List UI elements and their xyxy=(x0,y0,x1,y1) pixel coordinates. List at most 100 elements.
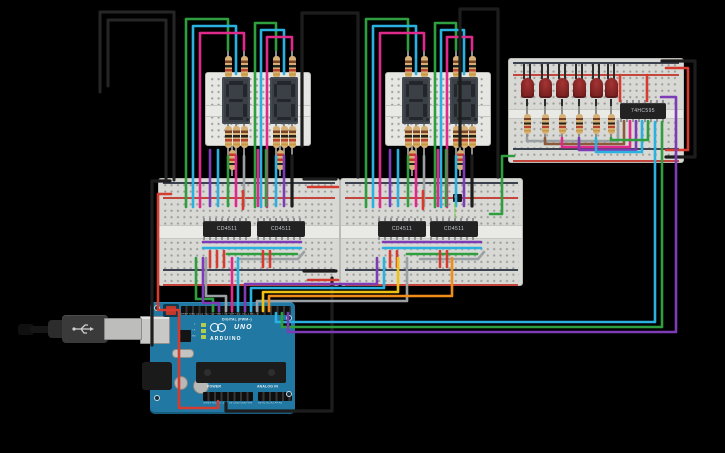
segment-e xyxy=(453,103,457,117)
resistor-body xyxy=(408,150,416,170)
usb-plug[interactable] xyxy=(62,315,108,343)
seven-segment-display[interactable] xyxy=(270,77,298,124)
segment-a xyxy=(409,81,423,85)
segment-b xyxy=(423,84,427,97)
segment-b xyxy=(243,84,247,97)
power-pin-labels: IOREF RESET 3.3V 5V GND GND VIN xyxy=(203,402,253,405)
arduino-uno-board[interactable]: AREF GND 13 12 ~11 ~10 ~9 8 7 ~6 ~5 4 ~3… xyxy=(140,302,295,414)
resistor-body xyxy=(420,126,428,148)
chip-pins xyxy=(203,237,251,240)
led-lead xyxy=(529,64,531,79)
ic-label: CD4511 xyxy=(270,226,292,232)
usb-cable[interactable] xyxy=(30,326,52,333)
segment-g xyxy=(229,98,243,102)
resistor-body xyxy=(468,126,476,148)
segment-d xyxy=(277,116,291,120)
resistor[interactable] xyxy=(240,122,248,158)
resistor[interactable] xyxy=(558,106,566,140)
segment-c xyxy=(291,103,295,117)
resistor[interactable] xyxy=(228,146,236,176)
capacitor xyxy=(174,376,188,390)
atmega-chip xyxy=(196,362,286,383)
segment-c xyxy=(423,103,427,117)
resistor[interactable] xyxy=(468,122,476,158)
digital-caption: DIGITAL (PWM~) xyxy=(222,318,252,322)
segment-d xyxy=(229,116,243,120)
segment-d xyxy=(409,116,423,120)
led-lead xyxy=(575,64,577,79)
resistor[interactable] xyxy=(408,146,416,176)
resistor-body xyxy=(228,150,236,170)
smd-component[interactable] xyxy=(453,194,462,202)
segment-b xyxy=(471,84,475,97)
led-lead xyxy=(592,64,594,79)
resistor[interactable] xyxy=(420,122,428,158)
segment-f xyxy=(453,84,457,97)
segment-dp xyxy=(474,117,477,121)
resistor[interactable] xyxy=(523,106,531,140)
resistor-body xyxy=(276,150,284,170)
segment-a xyxy=(229,81,243,85)
analog-pin-labels: A0 A1 A2 A3 A4 A5 xyxy=(258,402,283,405)
seven-segment-display[interactable] xyxy=(450,77,478,124)
segment-f xyxy=(273,84,277,97)
chip-pins xyxy=(378,237,426,240)
segment-g xyxy=(277,98,291,102)
segment-a xyxy=(457,81,471,85)
resistor-body xyxy=(456,150,464,170)
segment-d xyxy=(457,116,471,120)
resistor[interactable] xyxy=(575,106,583,140)
led-body xyxy=(520,78,534,98)
seven-segment-display[interactable] xyxy=(402,77,430,124)
led-l-label: L xyxy=(194,323,196,326)
resistor-body xyxy=(224,56,232,78)
resistor[interactable] xyxy=(276,146,284,176)
arduino-logo-icon xyxy=(217,323,226,332)
segment-f xyxy=(225,84,229,97)
wire-darkwire[interactable] xyxy=(106,18,168,182)
led-body xyxy=(604,78,618,98)
resistor-body xyxy=(607,114,615,134)
chip-pins xyxy=(257,237,305,240)
resistor[interactable] xyxy=(541,106,549,140)
rail-line-negative xyxy=(163,182,335,184)
led-lead xyxy=(581,64,583,79)
led-lead xyxy=(558,64,560,79)
resistor[interactable] xyxy=(607,106,615,140)
ic-cd4511[interactable]: CD4511 xyxy=(203,221,251,237)
power-header[interactable] xyxy=(203,392,253,401)
mounting-hole xyxy=(286,391,292,397)
led-lead xyxy=(541,64,543,79)
ic-cd4511[interactable]: CD4511 xyxy=(430,221,478,237)
smd-marker xyxy=(454,195,457,198)
ic-cd4511[interactable]: CD4511 xyxy=(378,221,426,237)
led-body xyxy=(555,78,569,98)
rail-line-negative xyxy=(513,62,679,64)
icsp-header xyxy=(283,320,291,327)
model-label: UNO xyxy=(234,324,253,331)
resistor[interactable] xyxy=(288,122,296,158)
usb-port xyxy=(140,316,170,344)
chip-pins xyxy=(620,119,666,122)
mounting-hole xyxy=(154,395,160,401)
ic-74hc595[interactable]: 74HC595 xyxy=(620,103,666,119)
resistor-body xyxy=(280,126,288,148)
power-jack xyxy=(142,362,172,390)
ic-cd4511[interactable]: CD4511 xyxy=(257,221,305,237)
analog-caption: ANALOG IN xyxy=(257,385,279,389)
ic-label: CD4511 xyxy=(443,226,465,232)
resistor-body xyxy=(232,126,240,148)
segment-a xyxy=(277,81,291,85)
usb-plug-shield xyxy=(104,318,142,340)
resistor[interactable] xyxy=(592,106,600,140)
seven-segment-display[interactable] xyxy=(222,77,250,124)
wire-darkwire[interactable] xyxy=(98,10,176,182)
led-lead xyxy=(564,64,566,79)
resistor-body xyxy=(412,126,420,148)
resistor[interactable] xyxy=(456,146,464,176)
segment-e xyxy=(225,103,229,117)
led-lead xyxy=(547,64,549,79)
usb-cable-end[interactable] xyxy=(18,324,34,335)
led-lead xyxy=(613,64,615,79)
